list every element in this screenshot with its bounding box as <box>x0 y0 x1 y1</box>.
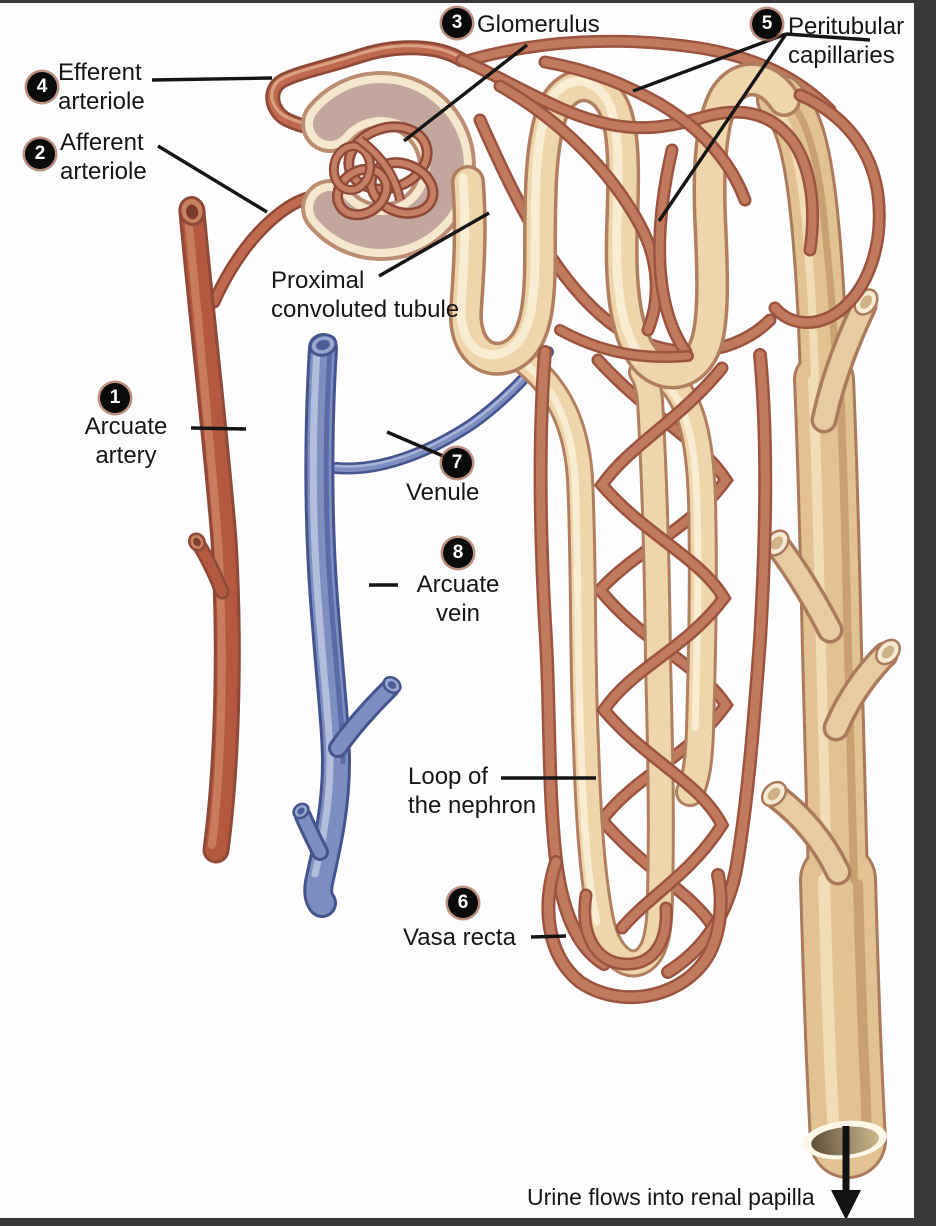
label-venule: Venule <box>406 478 479 507</box>
glomerulus-vessel <box>328 121 439 221</box>
label-line: arteriole <box>60 158 147 185</box>
label-efferent-arteriole: Efferent arteriole <box>58 58 145 116</box>
frame-edge-right <box>914 0 936 1226</box>
vein-open-end <box>308 333 338 357</box>
label-vasa-recta: Vasa recta <box>403 923 516 952</box>
bowmans-capsule <box>301 71 476 261</box>
label-line: convoluted tubule <box>271 296 460 323</box>
label-line: artery <box>95 442 157 469</box>
efferent-arteriole-vessel <box>265 40 470 150</box>
label-line: Afferent <box>60 129 144 156</box>
artery-branch-open-end <box>187 532 207 552</box>
label-arcuate-artery: Arcuate artery <box>62 412 190 470</box>
label-line: capillaries <box>788 42 895 69</box>
badge-venule: 7 <box>442 448 472 478</box>
arcuate-vein-vessel <box>292 333 402 918</box>
collecting-duct <box>756 74 901 1179</box>
label-line: Glomerulus <box>477 11 600 38</box>
label-line: Arcuate <box>416 571 500 598</box>
arcuate-artery-vessel <box>178 196 241 864</box>
label-loop-of-nephron: Loop of the nephron <box>408 762 536 820</box>
label-line: Vasa recta <box>403 924 516 951</box>
badge-arcuate-vein: 8 <box>443 538 473 568</box>
badge-glomerulus: 3 <box>442 8 472 38</box>
label-line: Loop of <box>408 763 489 790</box>
artery-open-end <box>178 196 206 226</box>
label-line: the nephron <box>408 792 537 819</box>
label-line: Proximal <box>271 267 365 294</box>
label-afferent-arteriole: Afferent arteriole <box>60 128 147 186</box>
label-proximal-convoluted-tubule: Proximal convoluted tubule <box>271 266 459 324</box>
label-line: vein <box>435 600 481 627</box>
badge-peritubular-capillaries: 5 <box>752 9 782 39</box>
label-line: Efferent <box>58 59 142 86</box>
proximal-convoluted-tubule-vessel <box>448 62 801 390</box>
label-line: Peritubular <box>788 13 905 40</box>
label-peritubular-capillaries: Peritubular capillaries <box>788 12 904 70</box>
pointer-lines <box>151 32 871 939</box>
badge-vasa-recta: 6 <box>448 888 478 918</box>
caption-urine-flow: Urine flows into renal papilla <box>527 1184 815 1210</box>
badge-arcuate-artery: 1 <box>100 383 130 413</box>
badge-afferent-arteriole: 2 <box>25 139 55 169</box>
vasa-recta-vessels <box>533 345 773 1005</box>
duct-branch-openings <box>760 288 901 808</box>
urine-flow-arrow <box>831 1126 861 1220</box>
peritubular-capillaries-front <box>455 53 886 363</box>
label-arcuate-vein: Arcuate vein <box>397 570 519 628</box>
frame-edge-bottom <box>0 1218 936 1226</box>
vein-branch-open-end <box>382 676 402 694</box>
label-line: arteriole <box>58 88 145 115</box>
label-line: Arcuate <box>84 413 168 440</box>
vein-branch2-open-end <box>292 802 310 820</box>
frame-edge-top <box>0 0 936 3</box>
badge-efferent-arteriole: 4 <box>27 72 57 102</box>
label-glomerulus: Glomerulus <box>477 10 600 39</box>
label-line: Venule <box>406 479 480 506</box>
